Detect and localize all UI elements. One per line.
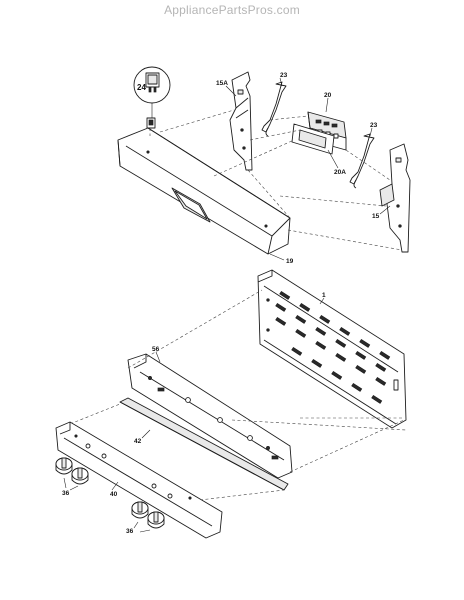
knob[interactable] xyxy=(55,457,73,475)
label-40: 40 xyxy=(110,491,118,498)
part-15-end-bracket[interactable] xyxy=(379,143,411,253)
label-36-left: 36 xyxy=(62,490,70,497)
knob[interactable] xyxy=(147,511,165,529)
part-40-control-bezel[interactable] xyxy=(55,421,223,539)
part-36-knobs-right[interactable] xyxy=(131,501,165,529)
part-15a-end-bracket[interactable] xyxy=(229,71,253,171)
label-15: 15 xyxy=(372,213,380,220)
label-19: 19 xyxy=(286,258,294,265)
part-23-clip-upper[interactable] xyxy=(261,81,287,137)
part-24-switch-detail[interactable]: 24 xyxy=(133,66,171,129)
part-36-knobs-left[interactable] xyxy=(55,457,89,485)
label-24: 24 xyxy=(137,83,146,92)
label-42: 42 xyxy=(134,438,142,445)
label-1: 1 xyxy=(322,292,326,299)
label-20: 20 xyxy=(324,92,332,99)
label-19-group: 19 xyxy=(269,253,294,265)
assembly-lines-upper xyxy=(149,109,403,251)
label-56: 56 xyxy=(152,346,160,353)
label-23-upper: 23 xyxy=(280,72,288,79)
label-36-right: 36 xyxy=(126,528,134,535)
watermark: AppliancePartsPros.com xyxy=(164,3,300,17)
part-20a-overlay[interactable] xyxy=(291,123,335,155)
label-15a: 15A xyxy=(216,80,228,87)
part-56-manifold-panel[interactable] xyxy=(127,353,293,479)
label-23-lower: 23 xyxy=(370,122,378,129)
part-1-rear-panel[interactable] xyxy=(257,269,407,429)
part-23-clip-lower[interactable] xyxy=(349,133,375,189)
knob[interactable] xyxy=(131,501,149,519)
part-42-trim-strip[interactable] xyxy=(119,397,289,491)
part-19-control-panel[interactable] xyxy=(117,127,291,255)
assembly-lines-lower xyxy=(59,289,407,501)
knob[interactable] xyxy=(71,467,89,485)
label-20a: 20A xyxy=(334,169,346,176)
